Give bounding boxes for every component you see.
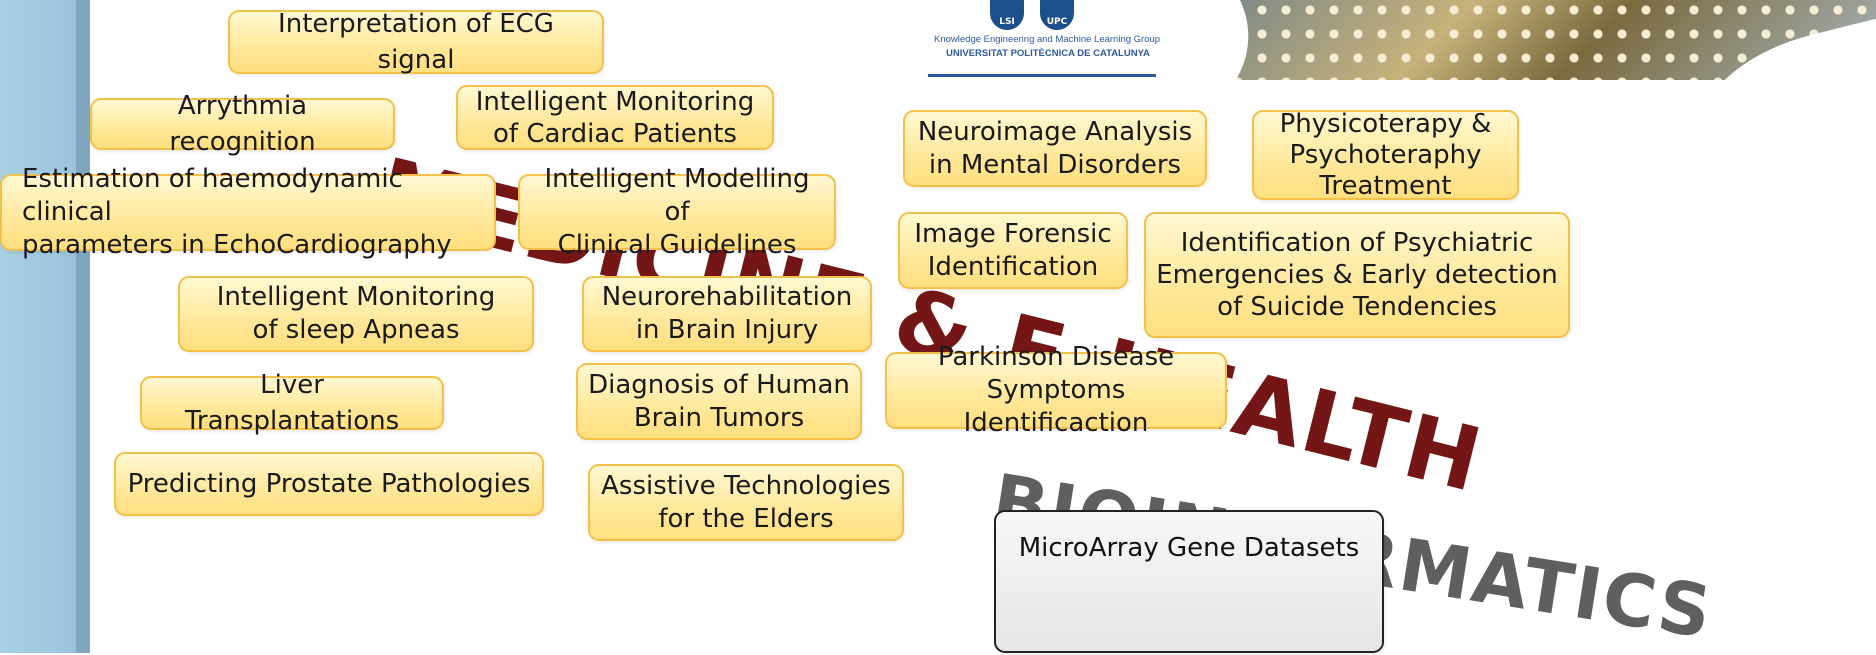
topic-microarray-gene-datasets: MicroArray Gene Datasets [994, 510, 1384, 653]
topic-cardiac-monitoring: Intelligent Monitoring of Cardiac Patien… [456, 85, 774, 150]
topic-liver-transplantations: Liver Transplantations [140, 370, 444, 436]
topic-ecg-interpretation: Interpretation of ECG signal [228, 9, 604, 75]
topic-psychiatric-emergencies: Identification of Psychiatric Emergencie… [1144, 212, 1570, 338]
group-name: Knowledge Engineering and Machine Learni… [934, 34, 1161, 45]
logo-underline [928, 74, 1156, 77]
left-decorative-bar [0, 0, 90, 653]
topic-neurorehabilitation: Neurorehabilitation in Brain Injury [582, 276, 872, 352]
topic-haemodynamic-estimation: Estimation of haemodynamic clinical para… [0, 164, 496, 260]
topic-physiotherapy: Physicoterapy & Psychoteraphy Treatment [1252, 109, 1519, 201]
group-logo-banner: LSI UPC Knowledge Engineering and Machin… [924, 0, 1876, 82]
topic-arrhythmia-recognition: Arrythmia recognition [90, 91, 395, 157]
topic-parkinson-disease: Parkinson Disease Symptoms Identificacti… [885, 342, 1227, 438]
upc-logo-icon: UPC [1040, 0, 1074, 30]
logo-panel: LSI UPC Knowledge Engineering and Machin… [924, 0, 1160, 80]
topic-sleep-apneas: Intelligent Monitoring of sleep Apneas [178, 276, 534, 352]
topic-image-forensic: Image Forensic Identification [898, 212, 1128, 289]
topic-brain-tumors: Diagnosis of Human Brain Tumors [576, 363, 862, 440]
topic-assistive-technologies: Assistive Technologies for the Elders [588, 464, 904, 541]
topic-clinical-guidelines: Intelligent Modelling of Clinical Guidel… [518, 164, 836, 260]
topic-prostate-pathologies: Predicting Prostate Pathologies [114, 452, 544, 516]
topic-neuroimage-analysis: Neuroimage Analysis in Mental Disorders [903, 110, 1207, 187]
university-name: UNIVERSITAT POLITÈCNICA DE CATALUNYA [946, 48, 1150, 59]
lsi-logo-icon: LSI [990, 0, 1024, 30]
